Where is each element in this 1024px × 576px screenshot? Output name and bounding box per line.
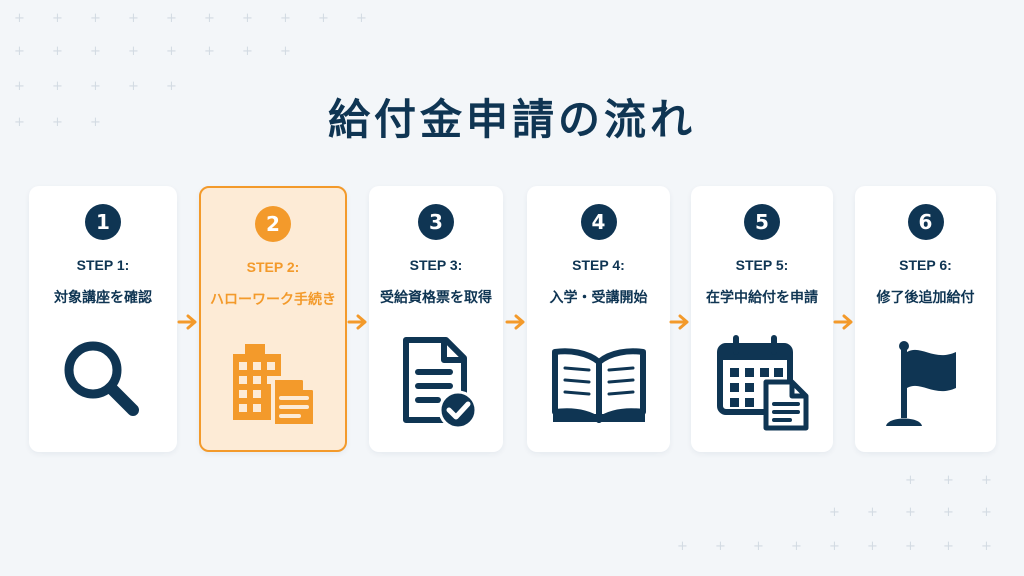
step-label: STEP 1:: [76, 257, 130, 273]
step-card-5: 5 STEP 5: 在学中給付を申請: [691, 186, 833, 452]
step-description: 在学中給付を申請: [706, 290, 818, 306]
magnifier-icon: [64, 341, 139, 416]
step-label: STEP 5:: [735, 257, 789, 273]
arrow-right-icon: [505, 314, 525, 330]
step-description: 修了後追加給付: [876, 290, 975, 306]
arrow-right-icon: [669, 314, 689, 330]
calendar-document-icon: [717, 335, 809, 431]
step-label: STEP 4:: [572, 257, 625, 273]
step-label: STEP 2:: [246, 259, 300, 275]
page-title: 給付金申請の流れ: [327, 95, 696, 144]
arrow-right-icon: [347, 314, 367, 330]
step-card-2: 2 STEP 2: ハローワーク手続き: [199, 186, 347, 452]
step-number-badge: 4: [580, 204, 617, 240]
step-card-3: 3 STEP 3: 受給資格票を取得: [369, 186, 503, 452]
step-description: 対象講座を確認: [54, 290, 152, 306]
step-number-badge: 1: [85, 204, 121, 240]
arrow-right-icon: [833, 314, 853, 330]
step-card-1: 1 STEP 1: 対象講座を確認: [29, 186, 177, 452]
step-description: ハローワーク手続き: [210, 292, 336, 308]
step-number-badge: 3: [418, 204, 454, 240]
step-number-badge: 2: [255, 206, 291, 242]
step-card-6: 6 STEP 6: 修了後追加給付: [855, 186, 996, 452]
flag-icon: [885, 341, 956, 426]
step-card-4: 4 STEP 4: 入学・受講開始: [527, 186, 670, 452]
open-book-icon: [551, 348, 646, 423]
step-description: 受給資格票を取得: [380, 290, 492, 306]
arrow-right-icon: [177, 314, 197, 330]
step-description: 入学・受講開始: [549, 290, 648, 306]
office-document-icon: [233, 344, 317, 428]
step-number-badge: 6: [907, 204, 944, 240]
step-label: STEP 6:: [899, 257, 952, 273]
document-check-icon: [403, 337, 478, 430]
step-number-badge: 5: [744, 204, 780, 240]
step-label: STEP 3:: [409, 257, 463, 273]
